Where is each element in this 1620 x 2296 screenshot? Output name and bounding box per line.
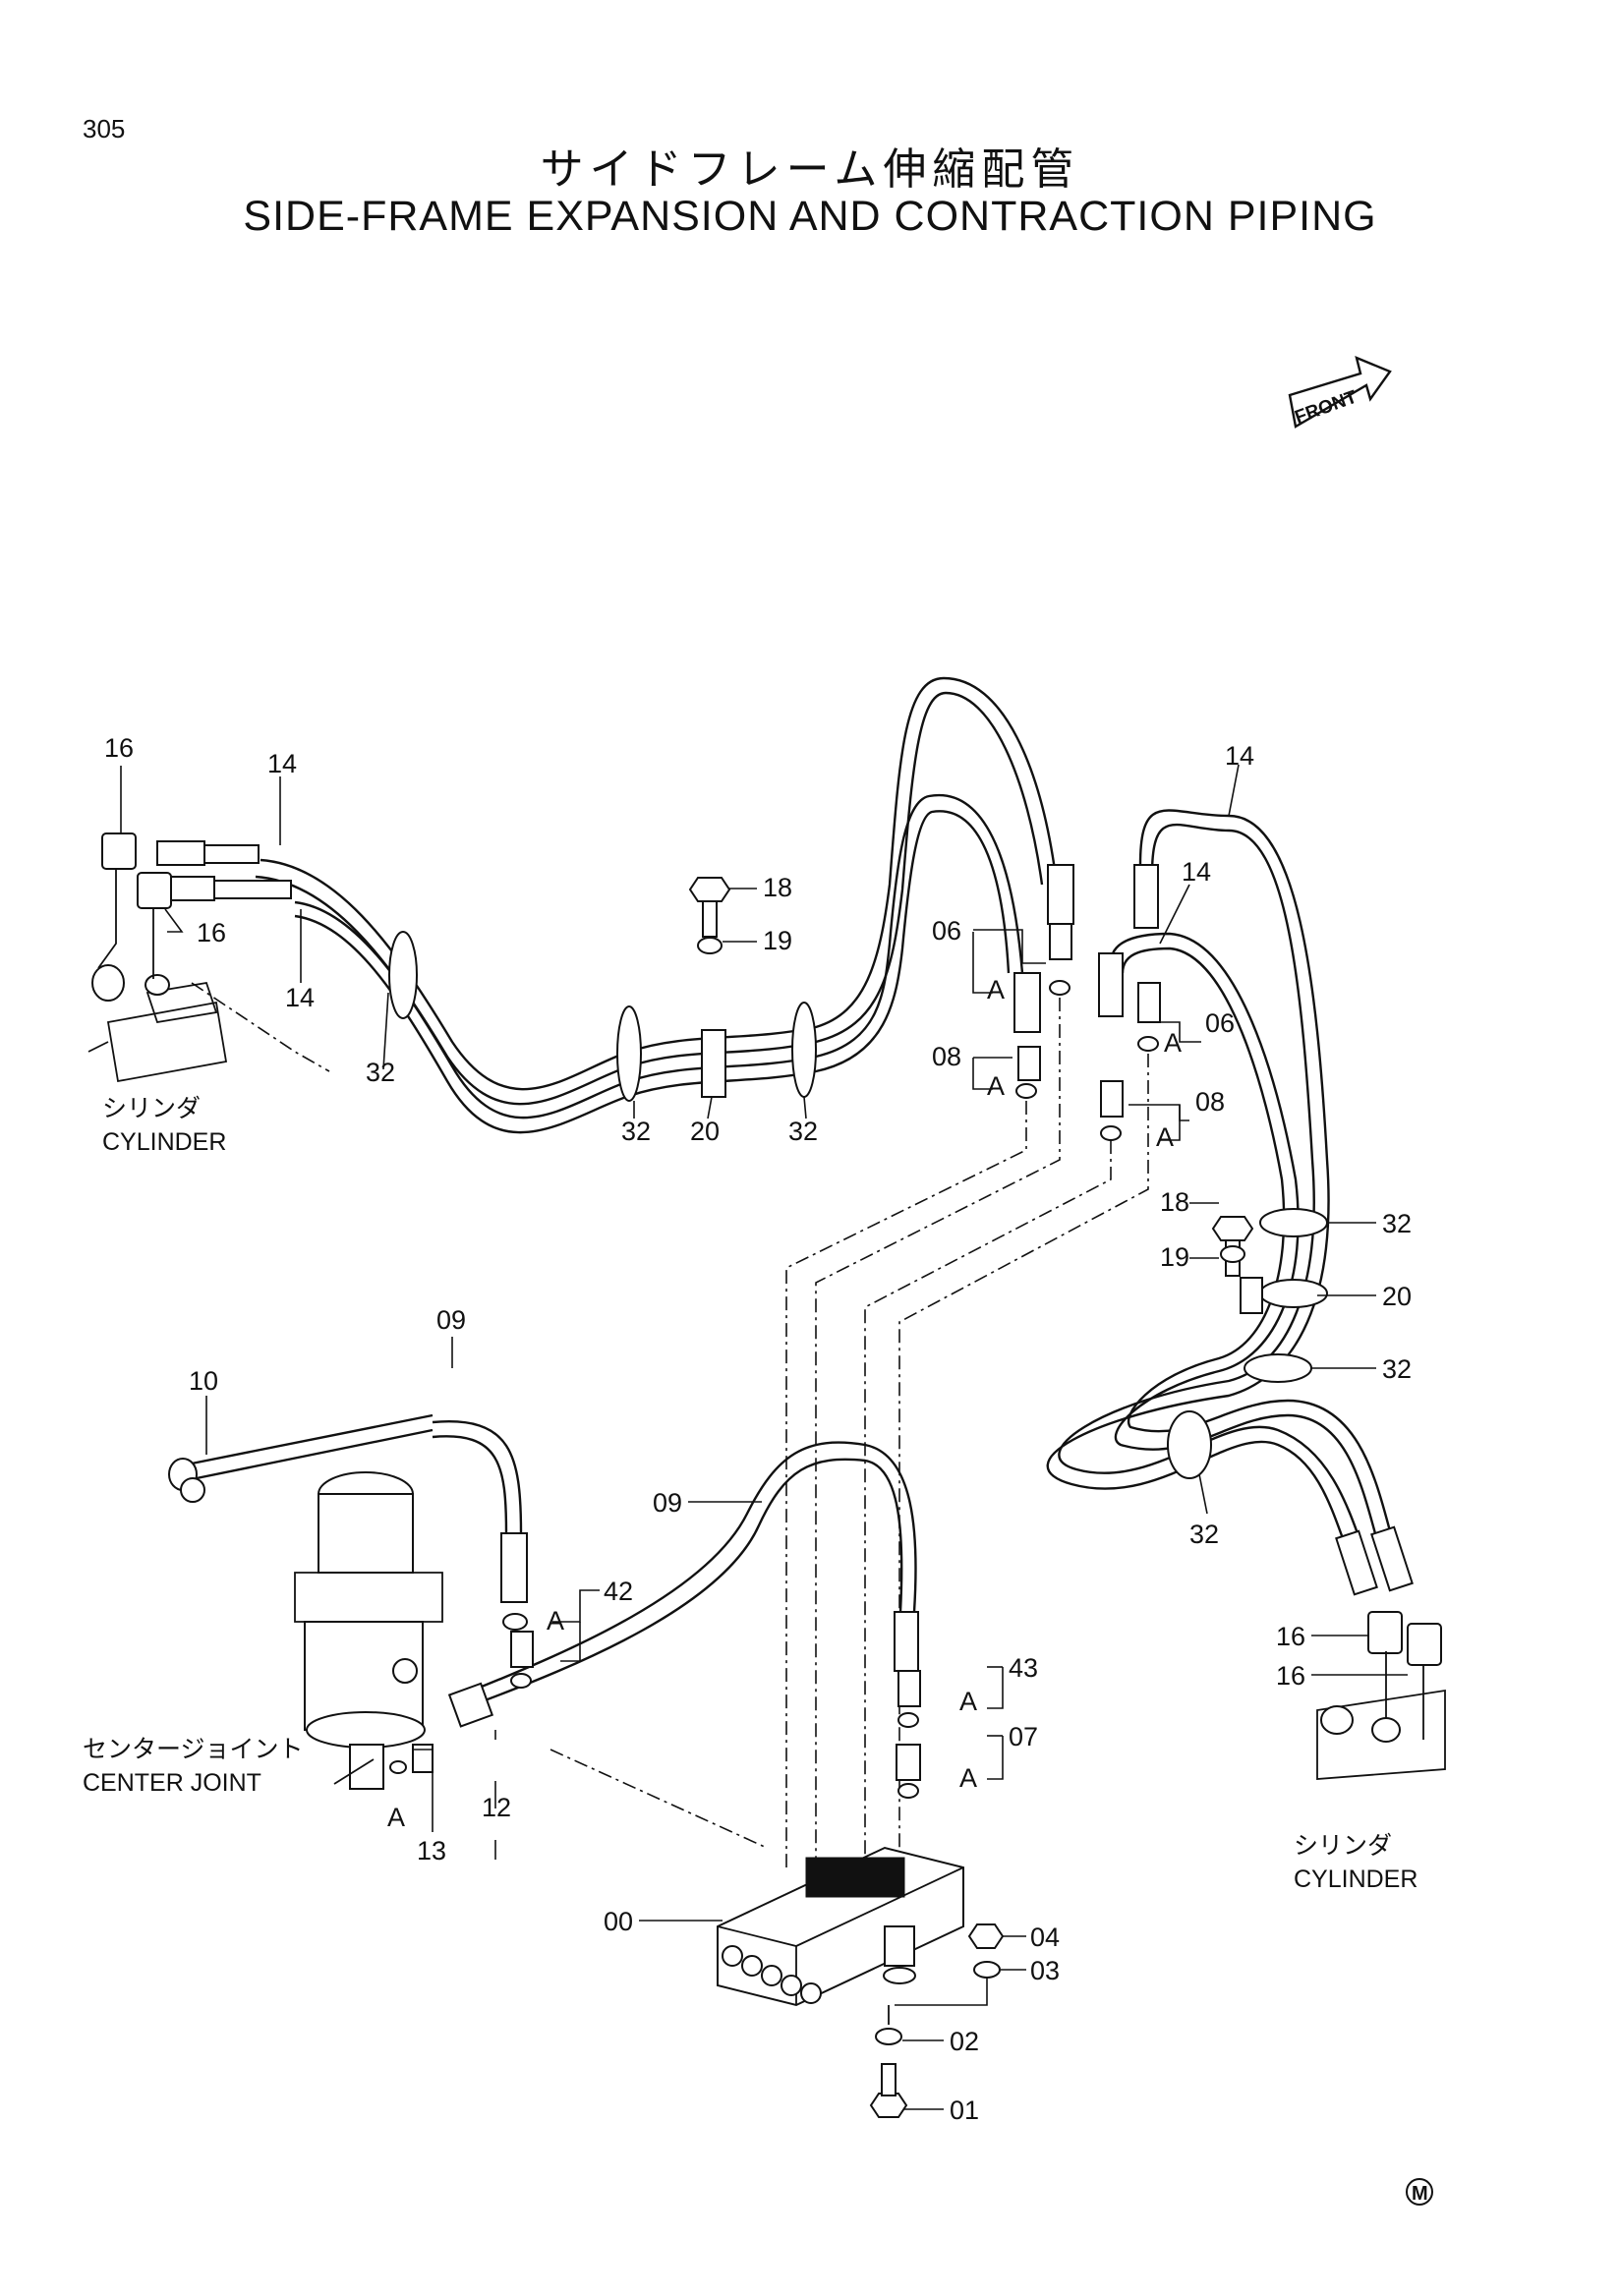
label-16-left-top: 16 — [104, 733, 134, 763]
title-english: SIDE-FRAME EXPANSION AND CONTRACTION PIP… — [243, 193, 1377, 240]
label-14-left-mid: 14 — [285, 983, 315, 1012]
label-00: 00 — [604, 1907, 633, 1936]
right-hoses — [1046, 809, 1442, 1666]
right-cylinder — [1316, 1651, 1446, 1780]
label-32-right-top: 32 — [1382, 1209, 1412, 1238]
label-a-08-left: A — [987, 1071, 1005, 1101]
label-12: 12 — [482, 1793, 511, 1822]
label-19-mid: 19 — [763, 926, 792, 955]
front-arrow-icon: FRONT — [1288, 355, 1392, 429]
center-joint-hoses — [168, 1413, 921, 1799]
label-02: 02 — [950, 2027, 979, 2056]
label-08-right: 08 — [1195, 1087, 1225, 1117]
upper-left-hoses — [101, 676, 1074, 1134]
label-43: 43 — [1009, 1653, 1038, 1683]
label-32-right-low: 32 — [1189, 1520, 1219, 1549]
label-14-right-top: 14 — [1225, 741, 1254, 771]
label-a-07: A — [959, 1763, 977, 1793]
control-valve — [717, 1846, 964, 2007]
label-a-42: A — [547, 1606, 564, 1636]
maker-mark-letter: M — [1412, 2183, 1428, 2205]
label-32-mid-right: 32 — [788, 1117, 818, 1146]
label-a-06-right: A — [1164, 1028, 1182, 1058]
label-08-left: 08 — [932, 1042, 961, 1071]
label-32-left: 32 — [366, 1058, 395, 1087]
part-number-labels: 16 14 16 14 32 32 20 32 18 19 06 A 08 A … — [104, 733, 1412, 2125]
label-18-right: 18 — [1160, 1187, 1189, 1217]
label-32-mid-left: 32 — [621, 1117, 651, 1146]
title-japanese: サイドフレーム伸縮配管 — [540, 144, 1080, 195]
page-number: 305 — [83, 114, 126, 144]
label-16-right-top: 16 — [1276, 1622, 1305, 1651]
label-20-right: 20 — [1382, 1282, 1412, 1311]
maker-mark-icon: M — [1406, 2178, 1433, 2206]
cylinder-right-caption-ja: シリンダ — [1294, 1831, 1392, 1860]
center-joint-caption-en: CENTER JOINT — [83, 1769, 261, 1797]
label-07: 07 — [1009, 1722, 1038, 1751]
label-04: 04 — [1030, 1923, 1060, 1952]
leader-lines — [120, 764, 1408, 2110]
label-14-left-top: 14 — [267, 749, 297, 778]
cylinder-right-caption-en: CYLINDER — [1294, 1866, 1418, 1893]
label-32-right-mid: 32 — [1382, 1354, 1412, 1384]
label-09-mid: 09 — [653, 1488, 682, 1518]
label-10: 10 — [189, 1366, 218, 1396]
captions: シリンダ CYLINDER センタージョイント CENTER JOINT シリン… — [83, 1094, 1418, 1893]
label-14-right-mid: 14 — [1182, 857, 1211, 887]
label-42: 42 — [604, 1577, 633, 1606]
label-20-mid: 20 — [690, 1117, 720, 1146]
label-16-left-mid: 16 — [197, 918, 226, 947]
label-19-right: 19 — [1160, 1242, 1189, 1272]
label-03: 03 — [1030, 1956, 1060, 1985]
label-a-06-left: A — [987, 975, 1005, 1004]
dashed-pipes — [191, 982, 1149, 1867]
left-cylinder — [87, 869, 228, 1083]
center-joint — [294, 1471, 443, 1790]
label-a-08-right: A — [1156, 1122, 1174, 1152]
label-06-left: 06 — [932, 916, 961, 946]
center-joint-caption-ja: センタージョイント — [83, 1735, 304, 1763]
label-a-43: A — [959, 1687, 977, 1716]
cylinder-left-caption-ja: シリンダ — [102, 1094, 201, 1122]
label-06-right: 06 — [1205, 1008, 1235, 1038]
label-a-13: A — [387, 1803, 405, 1832]
cylinder-left-caption-en: CYLINDER — [102, 1128, 226, 1156]
label-13: 13 — [417, 1836, 446, 1866]
label-01: 01 — [950, 2095, 979, 2125]
fitting-groups — [510, 1631, 534, 1689]
label-18-mid: 18 — [763, 873, 792, 902]
label-16-right-low: 16 — [1276, 1661, 1305, 1691]
label-09-top: 09 — [436, 1305, 466, 1335]
